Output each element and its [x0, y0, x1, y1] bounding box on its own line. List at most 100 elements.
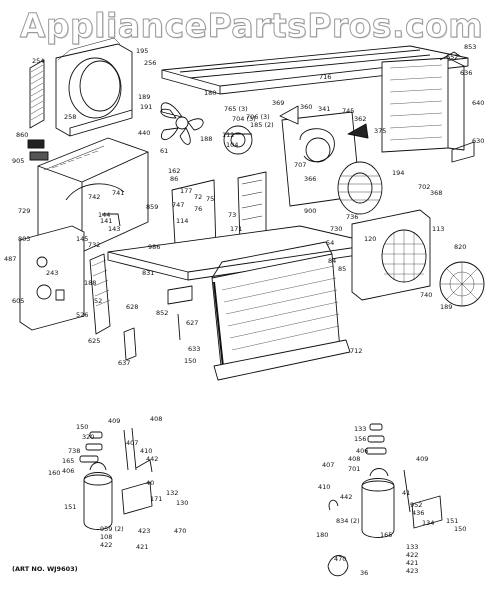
- part-number-label: 765 (3): [224, 105, 248, 113]
- part-number-label: 406: [356, 447, 369, 455]
- part-number-label: 73: [228, 211, 237, 219]
- part-number-label: 75: [206, 195, 215, 203]
- part-number-label: 410: [318, 483, 331, 491]
- part-number-label: 41: [402, 489, 411, 497]
- part-number-label: 410: [140, 447, 153, 455]
- part-number-label: 436: [412, 509, 425, 517]
- part-number-label: 141: [100, 217, 113, 225]
- part-number-label: 188: [200, 135, 213, 143]
- part-number-label: 712: [350, 347, 363, 355]
- part-number-label: 729: [18, 207, 31, 215]
- part-number-label: 133: [406, 543, 419, 551]
- part-number-label: 440: [138, 129, 151, 137]
- part-number-label: 366: [304, 175, 317, 183]
- part-number-label: 369: [272, 99, 285, 107]
- part-number-label: 86: [170, 175, 179, 183]
- left-mesh-grille: [29, 59, 45, 129]
- part-number-label: 160: [48, 469, 61, 477]
- part-number-label: 258: [64, 113, 77, 121]
- part-number-label: 633: [188, 345, 201, 353]
- part-number-label: 144: [98, 211, 111, 219]
- drain-pan: [213, 339, 351, 381]
- part-number-label: 628: [126, 303, 139, 311]
- part-number-label: 732: [88, 241, 101, 249]
- part-number-label: 104: [226, 141, 239, 149]
- part-number-label: 189: [138, 93, 151, 101]
- part-number-label: 470: [334, 555, 347, 563]
- watermark: AppliancePartsPros.com: [19, 6, 484, 46]
- part-number-label: 747: [172, 201, 185, 209]
- part-number-label: 133: [354, 425, 367, 433]
- part-number-label: 704 (3): [232, 115, 256, 123]
- part-number-label: 188: [84, 279, 97, 287]
- part-number-label: 421: [406, 559, 419, 567]
- part-number-label: 707: [294, 161, 307, 169]
- part-number-label: 406: [62, 467, 75, 475]
- part-number-label: 442: [146, 455, 159, 463]
- dark-bracket-triangle: [347, 123, 369, 139]
- part-number-label: 134: [422, 519, 435, 527]
- part-number-label: 150: [184, 357, 197, 365]
- part-number-label: 180: [204, 89, 217, 97]
- bracket-triangle: [279, 105, 299, 125]
- part-number-label: 254: [32, 57, 45, 65]
- fan-guard-grille: [439, 261, 485, 307]
- part-number-label: 341: [318, 105, 331, 113]
- part-number-label: 900: [304, 207, 317, 215]
- part-number-label: 741: [112, 189, 125, 197]
- compressor-left: [79, 427, 153, 530]
- part-number-label: 360: [300, 103, 313, 111]
- part-number-label: 730: [330, 225, 343, 233]
- part-number-label: 76: [194, 205, 203, 213]
- part-number-label: 191: [140, 103, 153, 111]
- part-number-label: 150: [454, 525, 467, 533]
- part-number-label: 421: [136, 543, 149, 551]
- part-number-label: 112: [222, 131, 235, 139]
- part-number-label: 738: [68, 447, 81, 455]
- part-number-label: 831: [142, 269, 155, 277]
- left-fan-shroud: [55, 37, 133, 137]
- part-number-label: 185 (2): [250, 121, 274, 129]
- part-number-label: 85: [338, 265, 347, 273]
- part-number-label: 740: [420, 291, 433, 299]
- refrigerant-tube: [65, 183, 125, 201]
- part-number-label: 143: [108, 225, 121, 233]
- part-number-label: 442: [340, 493, 353, 501]
- part-number-label: 637: [118, 359, 131, 367]
- part-number-label: 113: [432, 225, 445, 233]
- part-number-label: 701: [348, 465, 361, 473]
- part-number-label: 189: [440, 303, 453, 311]
- part-number-label: 652: [446, 53, 459, 61]
- part-number-label: 407: [126, 439, 139, 447]
- lower-bracket: [123, 327, 137, 361]
- part-number-label: 362: [354, 115, 367, 123]
- part-number-label: 130: [176, 499, 189, 507]
- part-number-label: 640: [472, 99, 485, 107]
- compressor-right: [327, 423, 443, 577]
- front-control-panel: [19, 225, 85, 331]
- part-number-label: 716: [319, 73, 332, 81]
- part-number-label: 320: [82, 433, 95, 441]
- right-side-panel: [381, 51, 475, 163]
- part-number-label: 171: [150, 495, 163, 503]
- part-number-label: 905: [12, 157, 25, 165]
- part-number-label: 40: [146, 479, 155, 487]
- part-number-label: 195: [136, 47, 149, 55]
- part-number-label: 407: [322, 461, 335, 469]
- fan-motor: [223, 125, 253, 155]
- part-number-label: 702: [418, 183, 431, 191]
- part-number-label: 423: [138, 527, 151, 535]
- part-number-label: 156: [354, 435, 367, 443]
- part-number-label: 180: [316, 531, 329, 539]
- part-number-label: 54: [326, 239, 335, 247]
- part-number-label: 736: [346, 213, 359, 221]
- part-number-label: 422: [100, 541, 113, 549]
- part-number-label: 803: [18, 235, 31, 243]
- part-number-label: 256: [144, 59, 157, 67]
- part-number-label: 627: [186, 319, 199, 327]
- part-number-label: 409: [416, 455, 429, 463]
- part-number-label: 630: [472, 137, 485, 145]
- part-number-label: 151: [446, 517, 459, 525]
